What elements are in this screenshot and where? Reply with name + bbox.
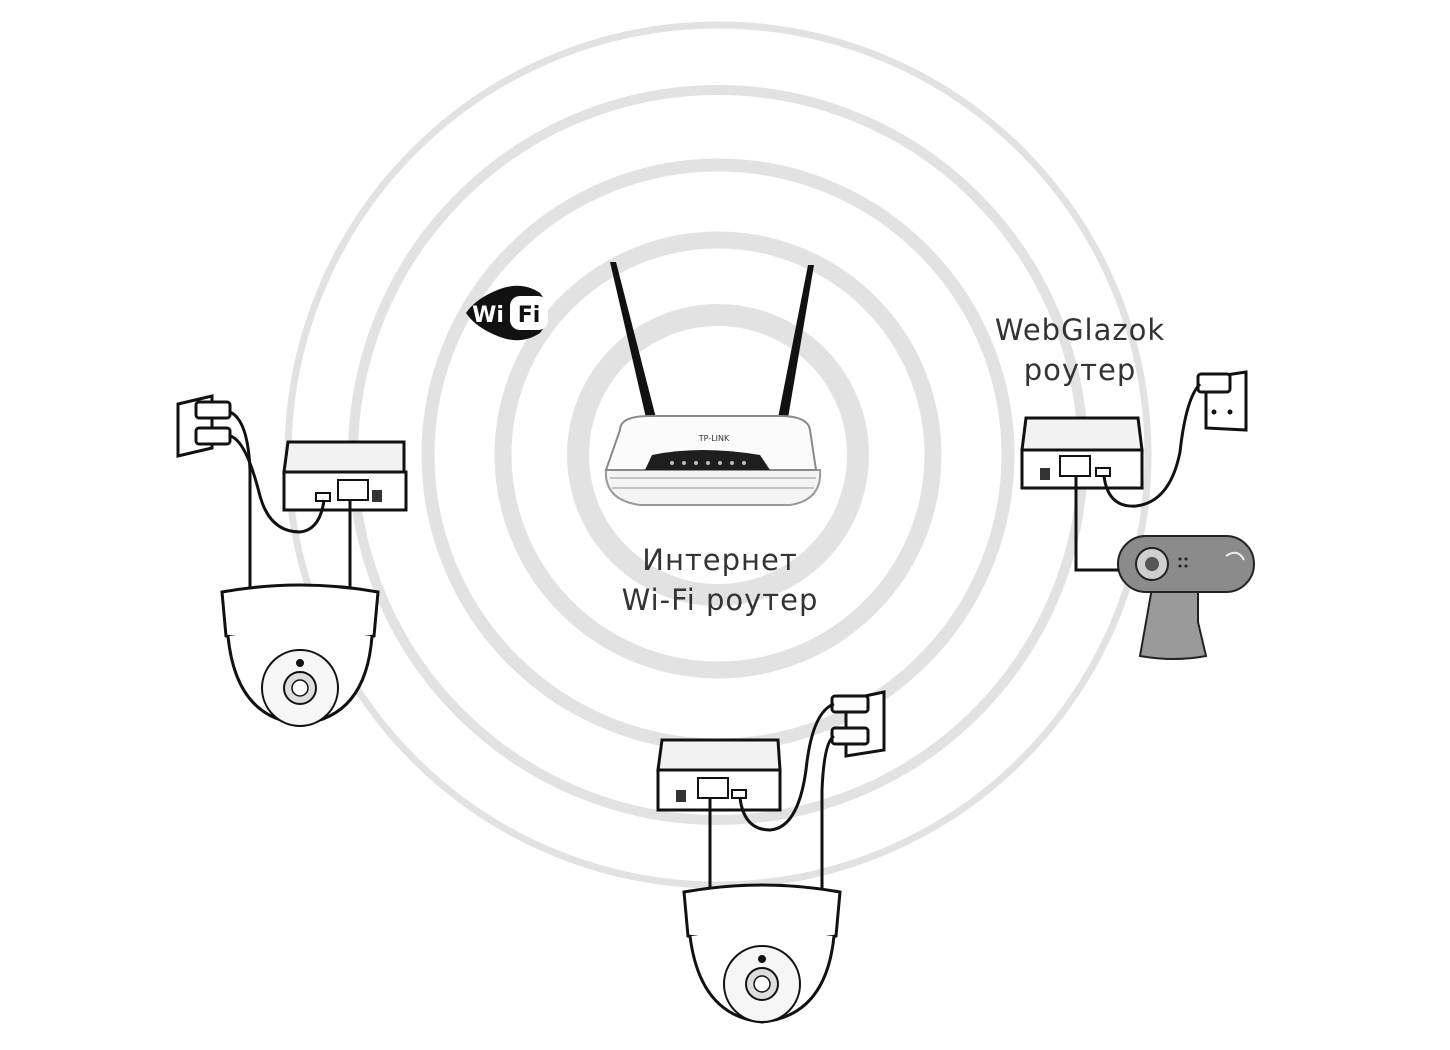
main-router-label: Интернет Wi-Fi роутер bbox=[560, 540, 880, 620]
bottom-router-lan-port bbox=[697, 777, 729, 799]
main-router: TP-LINK bbox=[604, 262, 822, 506]
router-antenna-right bbox=[778, 265, 814, 418]
router-leds bbox=[670, 461, 746, 465]
left-mini-router bbox=[282, 440, 408, 512]
bottom-camera-setup bbox=[656, 690, 886, 1024]
webglazok-router-label: WebGlazok роутер bbox=[960, 310, 1200, 390]
wifi-logo: Wi Fi bbox=[466, 285, 548, 341]
right-power-outlet bbox=[1196, 370, 1248, 432]
bottom-mini-router bbox=[656, 738, 782, 812]
left-router-lan-port bbox=[337, 479, 369, 501]
main-router-label-line2: Wi-Fi роутер bbox=[621, 583, 819, 617]
bottom-cables bbox=[708, 702, 835, 888]
left-power-outlet bbox=[176, 394, 232, 458]
webglazok-label-line1: WebGlazok bbox=[994, 313, 1166, 347]
usb-webcam bbox=[1117, 535, 1255, 660]
right-mini-router bbox=[1020, 416, 1144, 490]
left-router-usb-port bbox=[315, 492, 331, 502]
wifi-logo-part1: Wi bbox=[472, 303, 504, 328]
right-webcam-setup bbox=[1020, 370, 1255, 660]
wifi-signal-rings bbox=[284, 21, 1152, 889]
bottom-dome-camera bbox=[682, 883, 842, 1024]
right-router-usb-port bbox=[1095, 467, 1111, 477]
router-antenna-left bbox=[610, 262, 656, 418]
bottom-router-usb-port bbox=[731, 789, 747, 799]
signal-ring-4 bbox=[494, 231, 942, 679]
left-dome-camera bbox=[220, 583, 380, 727]
left-cables bbox=[229, 410, 352, 588]
right-router-lan-port bbox=[1059, 455, 1091, 477]
wifi-logo-badge bbox=[510, 296, 548, 330]
main-router-label-line1: Интернет bbox=[642, 543, 798, 577]
signal-ring-5 bbox=[567, 304, 869, 606]
right-cables bbox=[1074, 382, 1202, 572]
router-brand: TP-LINK bbox=[698, 434, 730, 443]
router-panel bbox=[645, 450, 770, 470]
left-camera-setup bbox=[176, 394, 408, 727]
webglazok-label-line2: роутер bbox=[1023, 353, 1137, 387]
wifi-logo-part2: Fi bbox=[518, 303, 541, 328]
